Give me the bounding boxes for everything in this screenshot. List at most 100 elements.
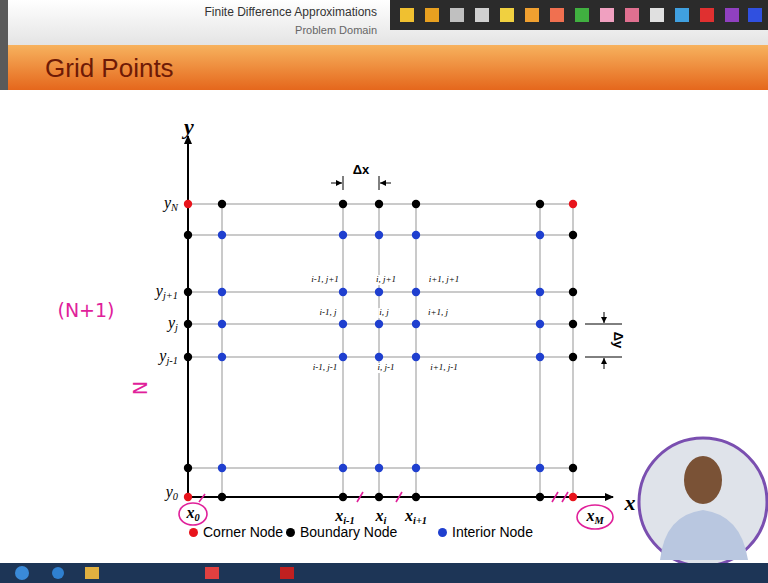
dimension-label: Δx xyxy=(353,163,370,177)
node-index-label: i, j-1 xyxy=(377,363,396,373)
grid-dot xyxy=(412,493,420,501)
dimension-label: Δy xyxy=(611,332,625,349)
axis-label: x xyxy=(625,491,636,515)
axis-tick-label: yj-1 xyxy=(159,347,178,366)
axis-tick-label: xi xyxy=(376,507,387,526)
grid-dot xyxy=(218,464,226,472)
grid-dot xyxy=(184,288,192,296)
node-index-label: i, j+1 xyxy=(375,275,397,285)
axis-label: y xyxy=(184,115,194,139)
grid-dot xyxy=(536,464,544,472)
pen-annotations xyxy=(179,492,613,529)
grid-dot xyxy=(339,353,347,361)
grid-dot xyxy=(412,353,420,361)
grid-dot xyxy=(412,464,420,472)
grid-dot xyxy=(218,231,226,239)
slide-title: Grid Points xyxy=(45,54,174,83)
grid-line xyxy=(539,204,541,497)
grid-dot xyxy=(569,464,577,472)
pen-annotation: (N+1) xyxy=(57,300,114,321)
grid-dot xyxy=(536,288,544,296)
grid-dot xyxy=(339,320,347,328)
grid-line xyxy=(415,204,417,497)
grid xyxy=(184,136,613,501)
grid-dot xyxy=(184,353,192,361)
taskbar-icons xyxy=(15,566,294,580)
grid-dot xyxy=(184,493,192,501)
node-index-label: i, j xyxy=(378,308,390,318)
header-text: Finite Difference Approximations xyxy=(204,6,377,19)
grid-dot xyxy=(536,353,544,361)
grid-dot xyxy=(569,231,577,239)
taskbar xyxy=(0,563,768,583)
grid-dot xyxy=(412,200,420,208)
grid-dot xyxy=(375,320,383,328)
grid-dot xyxy=(375,200,383,208)
grid-dot xyxy=(569,288,577,296)
grid-dot xyxy=(218,353,226,361)
node-index-label: i+1, j-1 xyxy=(429,363,459,373)
toolbar-icons xyxy=(400,8,762,22)
grid-dot xyxy=(218,200,226,208)
presenter-video xyxy=(639,438,767,566)
axis-tick-label: yj xyxy=(168,314,178,333)
grid-line xyxy=(221,204,223,497)
grid-dot xyxy=(375,231,383,239)
grid-dot xyxy=(339,288,347,296)
axis-tick-label: y0 xyxy=(166,483,178,502)
grid-dot xyxy=(218,493,226,501)
node-index-label: i+1, j+1 xyxy=(428,275,461,285)
grid-dot xyxy=(218,288,226,296)
grid-dot xyxy=(536,200,544,208)
grid-dot xyxy=(375,464,383,472)
grid-dot xyxy=(339,464,347,472)
grid-line xyxy=(342,204,344,497)
title-band xyxy=(0,45,768,90)
grid-line xyxy=(572,204,574,497)
side-bar xyxy=(0,0,8,90)
axis-tick-label: yj+1 xyxy=(156,282,178,301)
axis-tick-label: xM xyxy=(586,507,603,526)
grid-dot xyxy=(412,288,420,296)
grid-dot xyxy=(184,231,192,239)
grid-dot xyxy=(218,320,226,328)
legend-swatch xyxy=(286,528,295,537)
axis-tick-label: x0 xyxy=(186,504,199,523)
grid-dot xyxy=(375,353,383,361)
legend-swatch xyxy=(189,528,198,537)
grid-dot xyxy=(536,320,544,328)
grid-dot xyxy=(184,464,192,472)
y-axis xyxy=(187,136,189,497)
grid-dot xyxy=(339,493,347,501)
grid-dot xyxy=(536,231,544,239)
node-index-label: i+1, j xyxy=(427,308,449,318)
grid-line xyxy=(378,204,380,497)
grid-dot xyxy=(339,200,347,208)
legend-swatch xyxy=(438,528,447,537)
grid-dot xyxy=(569,200,577,208)
grid-dot xyxy=(569,493,577,501)
grid-dot xyxy=(184,320,192,328)
grid-dot xyxy=(375,493,383,501)
axis-tick-label: xi+1 xyxy=(405,507,427,526)
legend-text: Boundary Node xyxy=(300,525,397,540)
node-index-label: i-1, j+1 xyxy=(310,275,340,285)
header-bar xyxy=(0,0,768,45)
node-index-label: i-1, j-1 xyxy=(312,363,339,373)
axis-tick-label: yN xyxy=(164,194,178,213)
legend-text: Interior Node xyxy=(452,525,533,540)
grid-dot xyxy=(536,493,544,501)
grid-dot xyxy=(375,288,383,296)
x-axis xyxy=(188,496,613,498)
grid-dot xyxy=(569,320,577,328)
grid-dot xyxy=(412,231,420,239)
delta-x-marker xyxy=(331,176,391,190)
grid-dot xyxy=(569,353,577,361)
pen-annotation: N xyxy=(130,381,151,395)
header-text: Problem Domain xyxy=(295,24,377,36)
legend-text: Corner Node xyxy=(203,525,283,540)
toolbar xyxy=(390,0,768,30)
axis-tick-label: xi-1 xyxy=(335,507,355,526)
